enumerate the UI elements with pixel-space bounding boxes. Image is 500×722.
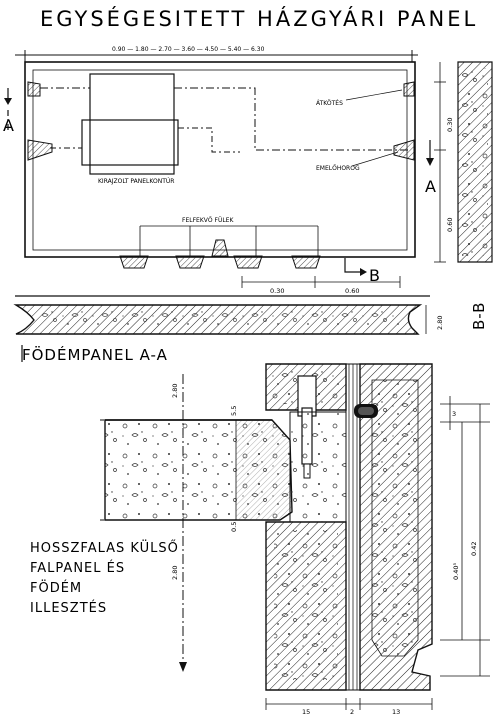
- dim-55: 5.5: [230, 406, 238, 416]
- dim-2: 2: [350, 708, 354, 716]
- bb-section: 2.80 B-B: [13, 295, 488, 335]
- dim-15: 15: [302, 708, 310, 716]
- detail-label-line-4: ILLESZTÉS: [30, 600, 107, 616]
- dim-030-right: 0.30: [446, 118, 454, 132]
- dim-05: 0.5: [230, 522, 238, 532]
- dim-280-top: 2.80: [171, 384, 179, 398]
- dim-280-bottom: 2.80: [171, 566, 179, 580]
- top-dimension-text: 0.90 — 1.80 — 2.70 — 3.60 — 4.50 — 5.40 …: [112, 46, 265, 53]
- panel-plan: 0.90 — 1.80 — 2.70 — 3.60 — 4.50 — 5.40 …: [3, 46, 454, 295]
- dim-060-bottom: 0.60: [345, 287, 359, 295]
- detail-label-line-3: FÖDÉM: [30, 579, 82, 596]
- dim-13: 13: [392, 708, 400, 716]
- dim-030-bottom: 0.30: [270, 287, 284, 295]
- drawing-title: EGYSÉGESITETT HÁZGYÁRI PANEL: [40, 6, 478, 31]
- detail-label-line-1: HOSSZFALAS KÜLSŐ: [30, 539, 179, 556]
- panel-contour-drawing: [89, 73, 175, 175]
- detail-label-line-2: FALPANEL ÉS: [30, 560, 125, 576]
- dim-042: 0.42: [470, 542, 478, 556]
- dim-3: 3: [452, 410, 456, 418]
- dim-0405: 0.40⁵: [452, 563, 460, 580]
- panel-contour-label: KIRAJZOLT PANELKONTÚR: [98, 178, 174, 185]
- section-a-left: A: [3, 116, 14, 135]
- attotes-label: ÁTKÖTÉS: [316, 99, 343, 107]
- section-a-right: A: [425, 177, 436, 196]
- support-lugs: [119, 239, 321, 269]
- bb-label: B-B: [470, 302, 488, 330]
- section-aa-title: FÖDÉMPANEL A-A: [22, 345, 168, 364]
- side-section-strip: [457, 61, 493, 263]
- emelohorog-label: EMELŐHOROG: [316, 165, 360, 172]
- section-b-marker: B: [369, 266, 380, 285]
- support-lugs-label: FELFEKVŐ FÜLEK: [182, 217, 234, 224]
- joint-detail: 2.80 2.80 5.5 0.5: [30, 363, 490, 716]
- dim-060-right: 0.60: [446, 218, 454, 232]
- bb-dim: 2.80: [436, 316, 444, 330]
